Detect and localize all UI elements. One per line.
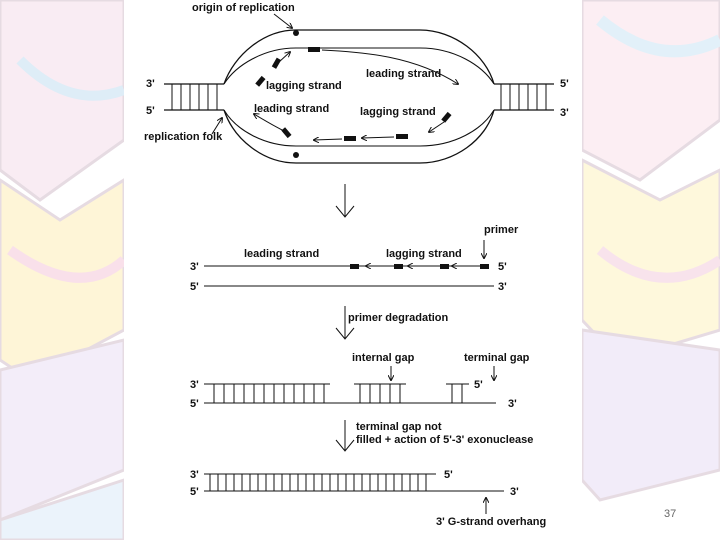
origin-label-pointer	[273, 13, 292, 28]
end-label: 5'	[474, 379, 483, 391]
primer-block	[396, 134, 408, 139]
end-label: 5'	[498, 261, 507, 273]
primer-block	[271, 57, 282, 69]
primer-block	[281, 127, 292, 139]
lagging-strand-top-arrow	[278, 52, 290, 63]
origin-dot-top	[293, 30, 299, 36]
diagram-panel: origin of replication 3' 5' 5' 3' leadin…	[124, 0, 582, 540]
lagging-strand-label: lagging strand	[386, 248, 462, 260]
lagging-fragment-arrow	[362, 137, 395, 138]
primer-block	[480, 264, 489, 269]
process-arrow	[335, 420, 355, 452]
primer-block	[308, 47, 320, 52]
base-pair-rungs	[209, 474, 427, 491]
right-duplex-rungs	[500, 84, 547, 110]
step2-primer-degradation: internal gap terminal gap 3' 5' 5' 3'	[190, 352, 530, 410]
primer-block	[394, 264, 403, 269]
process-arrow	[335, 306, 355, 340]
replication-bubble: origin of replication 3' 5' 5' 3' leadin…	[144, 2, 569, 164]
lagging-strand-bottom-arrow	[429, 121, 445, 132]
leading-strand-label: leading strand	[254, 103, 329, 115]
primer-block	[441, 111, 452, 123]
end-label: 5'	[190, 281, 199, 293]
origin-dot-bottom	[293, 152, 299, 158]
end-label: 3'	[190, 469, 199, 481]
replication-fork-label: replication folk	[144, 131, 223, 143]
end-label: 3'	[190, 379, 199, 391]
primer-block	[344, 136, 356, 141]
primer-degradation-label: primer degradation	[348, 312, 449, 324]
leading-strand-label: leading strand	[366, 68, 441, 80]
exonuclease-label: terminal gap not	[356, 421, 442, 433]
lagging-strand-label: lagging strand	[266, 80, 342, 92]
leading-strand-top-arrow	[321, 49, 458, 84]
end-label: 3'	[508, 398, 517, 410]
fork-label-pointer	[211, 118, 222, 135]
end-label: 3'	[560, 107, 569, 119]
end-label: 5'	[190, 486, 199, 498]
step3-overhang: 3' G-strand overhang 3' 5' 5' 3'	[190, 469, 546, 528]
end-label: 5'	[444, 469, 453, 481]
terminal-gap-label: terminal gap	[464, 352, 530, 364]
lagging-fragment-arrow	[314, 139, 343, 140]
end-label: 3'	[510, 486, 519, 498]
left-duplex-rungs	[171, 84, 218, 110]
bubble-outer-strand	[223, 29, 495, 164]
end-label: 5'	[190, 398, 199, 410]
end-label: 3'	[190, 261, 199, 273]
step1-replication: primer leading strand lagging strand 3' …	[190, 224, 519, 293]
overhang-label: 3' G-strand overhang	[436, 516, 546, 528]
leading-strand-label: leading strand	[244, 248, 319, 260]
origin-of-replication-label: origin of replication	[192, 2, 295, 14]
primer-block	[255, 75, 266, 87]
lagging-strand-label: lagging strand	[360, 106, 436, 118]
internal-gap-label: internal gap	[352, 352, 415, 364]
end-label: 5'	[146, 105, 155, 117]
primer-block	[350, 264, 359, 269]
dna-replication-diagram: origin of replication 3' 5' 5' 3' leadin…	[144, 2, 569, 528]
exonuclease-label: filled + action of 5'-3' exonuclease	[356, 434, 533, 446]
process-arrow	[335, 184, 355, 218]
primer-block	[440, 264, 449, 269]
end-label: 3'	[498, 281, 507, 293]
leading-strand-bottom-arrow	[254, 114, 287, 133]
end-label: 3'	[146, 78, 155, 90]
bubble-inner-strand	[223, 47, 495, 147]
slide-number: 37	[664, 508, 677, 520]
primer-label: primer	[484, 224, 519, 236]
base-pair-rungs	[213, 384, 463, 403]
end-label: 5'	[560, 78, 569, 90]
